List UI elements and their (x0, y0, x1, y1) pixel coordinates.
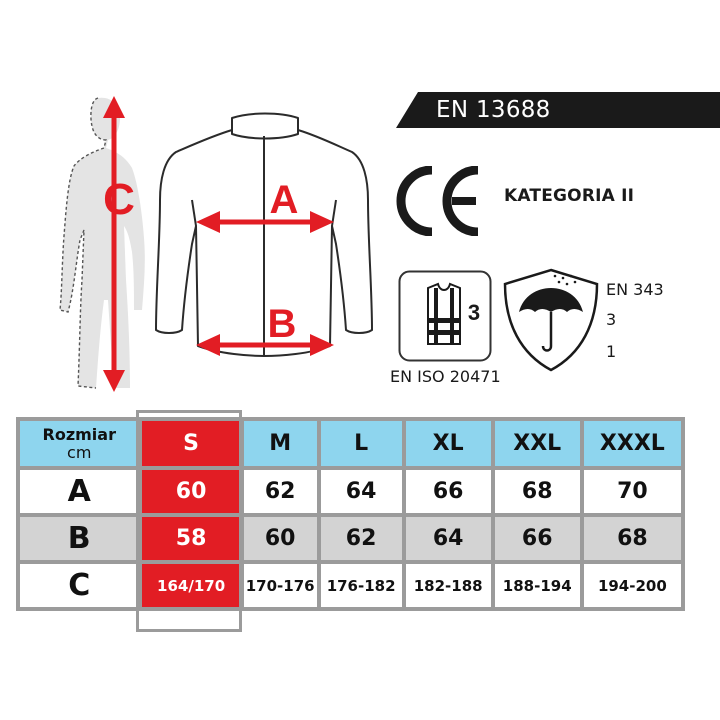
table-cell: 66 (405, 470, 491, 513)
iso-label: EN ISO 20471 (390, 367, 501, 386)
measurement-diagram: C A B (59, 96, 373, 392)
row-label-b: B (20, 517, 139, 560)
jacket-outline-icon (155, 112, 373, 357)
table-cell: 64 (320, 470, 402, 513)
table-cell: 66 (494, 517, 580, 560)
ce-mark-icon: CE (396, 166, 479, 236)
header-rozmiar: Rozmiar (42, 424, 116, 444)
size-header-m: M (243, 421, 317, 466)
label-b: B (268, 302, 297, 346)
size-header-xxl: XXL (494, 421, 580, 466)
size-table: Rozmiar cm S M L XL XXL XXXL A 60 62 64 … (16, 417, 685, 611)
en343-label: EN 343 (606, 280, 664, 299)
table-row: C 164/170 170-176 176-182 182-188 188-19… (20, 564, 681, 607)
table-cell: 164/170 (142, 564, 240, 607)
label-a: A (270, 178, 299, 222)
table-cell: 62 (243, 470, 317, 513)
size-header-l: L (320, 421, 402, 466)
iso-level: 3 (468, 300, 480, 325)
standard-banner-text: EN 13688 (436, 97, 551, 123)
table-cell: 194-200 (583, 564, 681, 607)
row-label-c: C (20, 564, 139, 607)
table-row: B 58 60 62 64 66 68 (20, 517, 681, 560)
header-cm: cm (67, 442, 92, 462)
table-cell: 60 (243, 517, 317, 560)
label-c: C (103, 175, 135, 224)
hi-vis-vest-icon: 3 (398, 270, 492, 362)
table-row: A 60 62 64 66 68 70 (20, 470, 681, 513)
table-cell: 60 (142, 470, 240, 513)
table-cell: 170-176 (243, 564, 317, 607)
size-header-xl: XL (405, 421, 491, 466)
table-cell: 182-188 (405, 564, 491, 607)
table-cell: 68 (583, 517, 681, 560)
en343-class-1: 3 (606, 310, 617, 329)
table-cell: 188-194 (494, 564, 580, 607)
size-header-s: S (142, 421, 240, 466)
table-header-row: Rozmiar cm S M L XL XXL XXXL (20, 421, 681, 466)
size-header-xxxl: XXXL (583, 421, 681, 466)
en343-class-2: 1 (606, 342, 617, 361)
table-cell: 64 (405, 517, 491, 560)
table-cell: 70 (583, 470, 681, 513)
row-label-a: A (20, 470, 139, 513)
umbrella-rain-shield-icon (503, 268, 599, 372)
table-cell: 176-182 (320, 564, 402, 607)
arrow-a (196, 211, 334, 233)
arrow-c (103, 96, 125, 392)
svg-text:CE: CE (396, 166, 398, 167)
human-silhouette-icon (59, 97, 145, 389)
standard-banner (396, 92, 720, 128)
arrow-b (196, 334, 334, 356)
table-cell: 62 (320, 517, 402, 560)
highlight-column-frame (136, 410, 242, 632)
table-header-label: Rozmiar cm (20, 421, 139, 466)
table-cell: 58 (142, 517, 240, 560)
table-cell: 68 (494, 470, 580, 513)
kategoria-label: KATEGORIA II (504, 186, 635, 206)
